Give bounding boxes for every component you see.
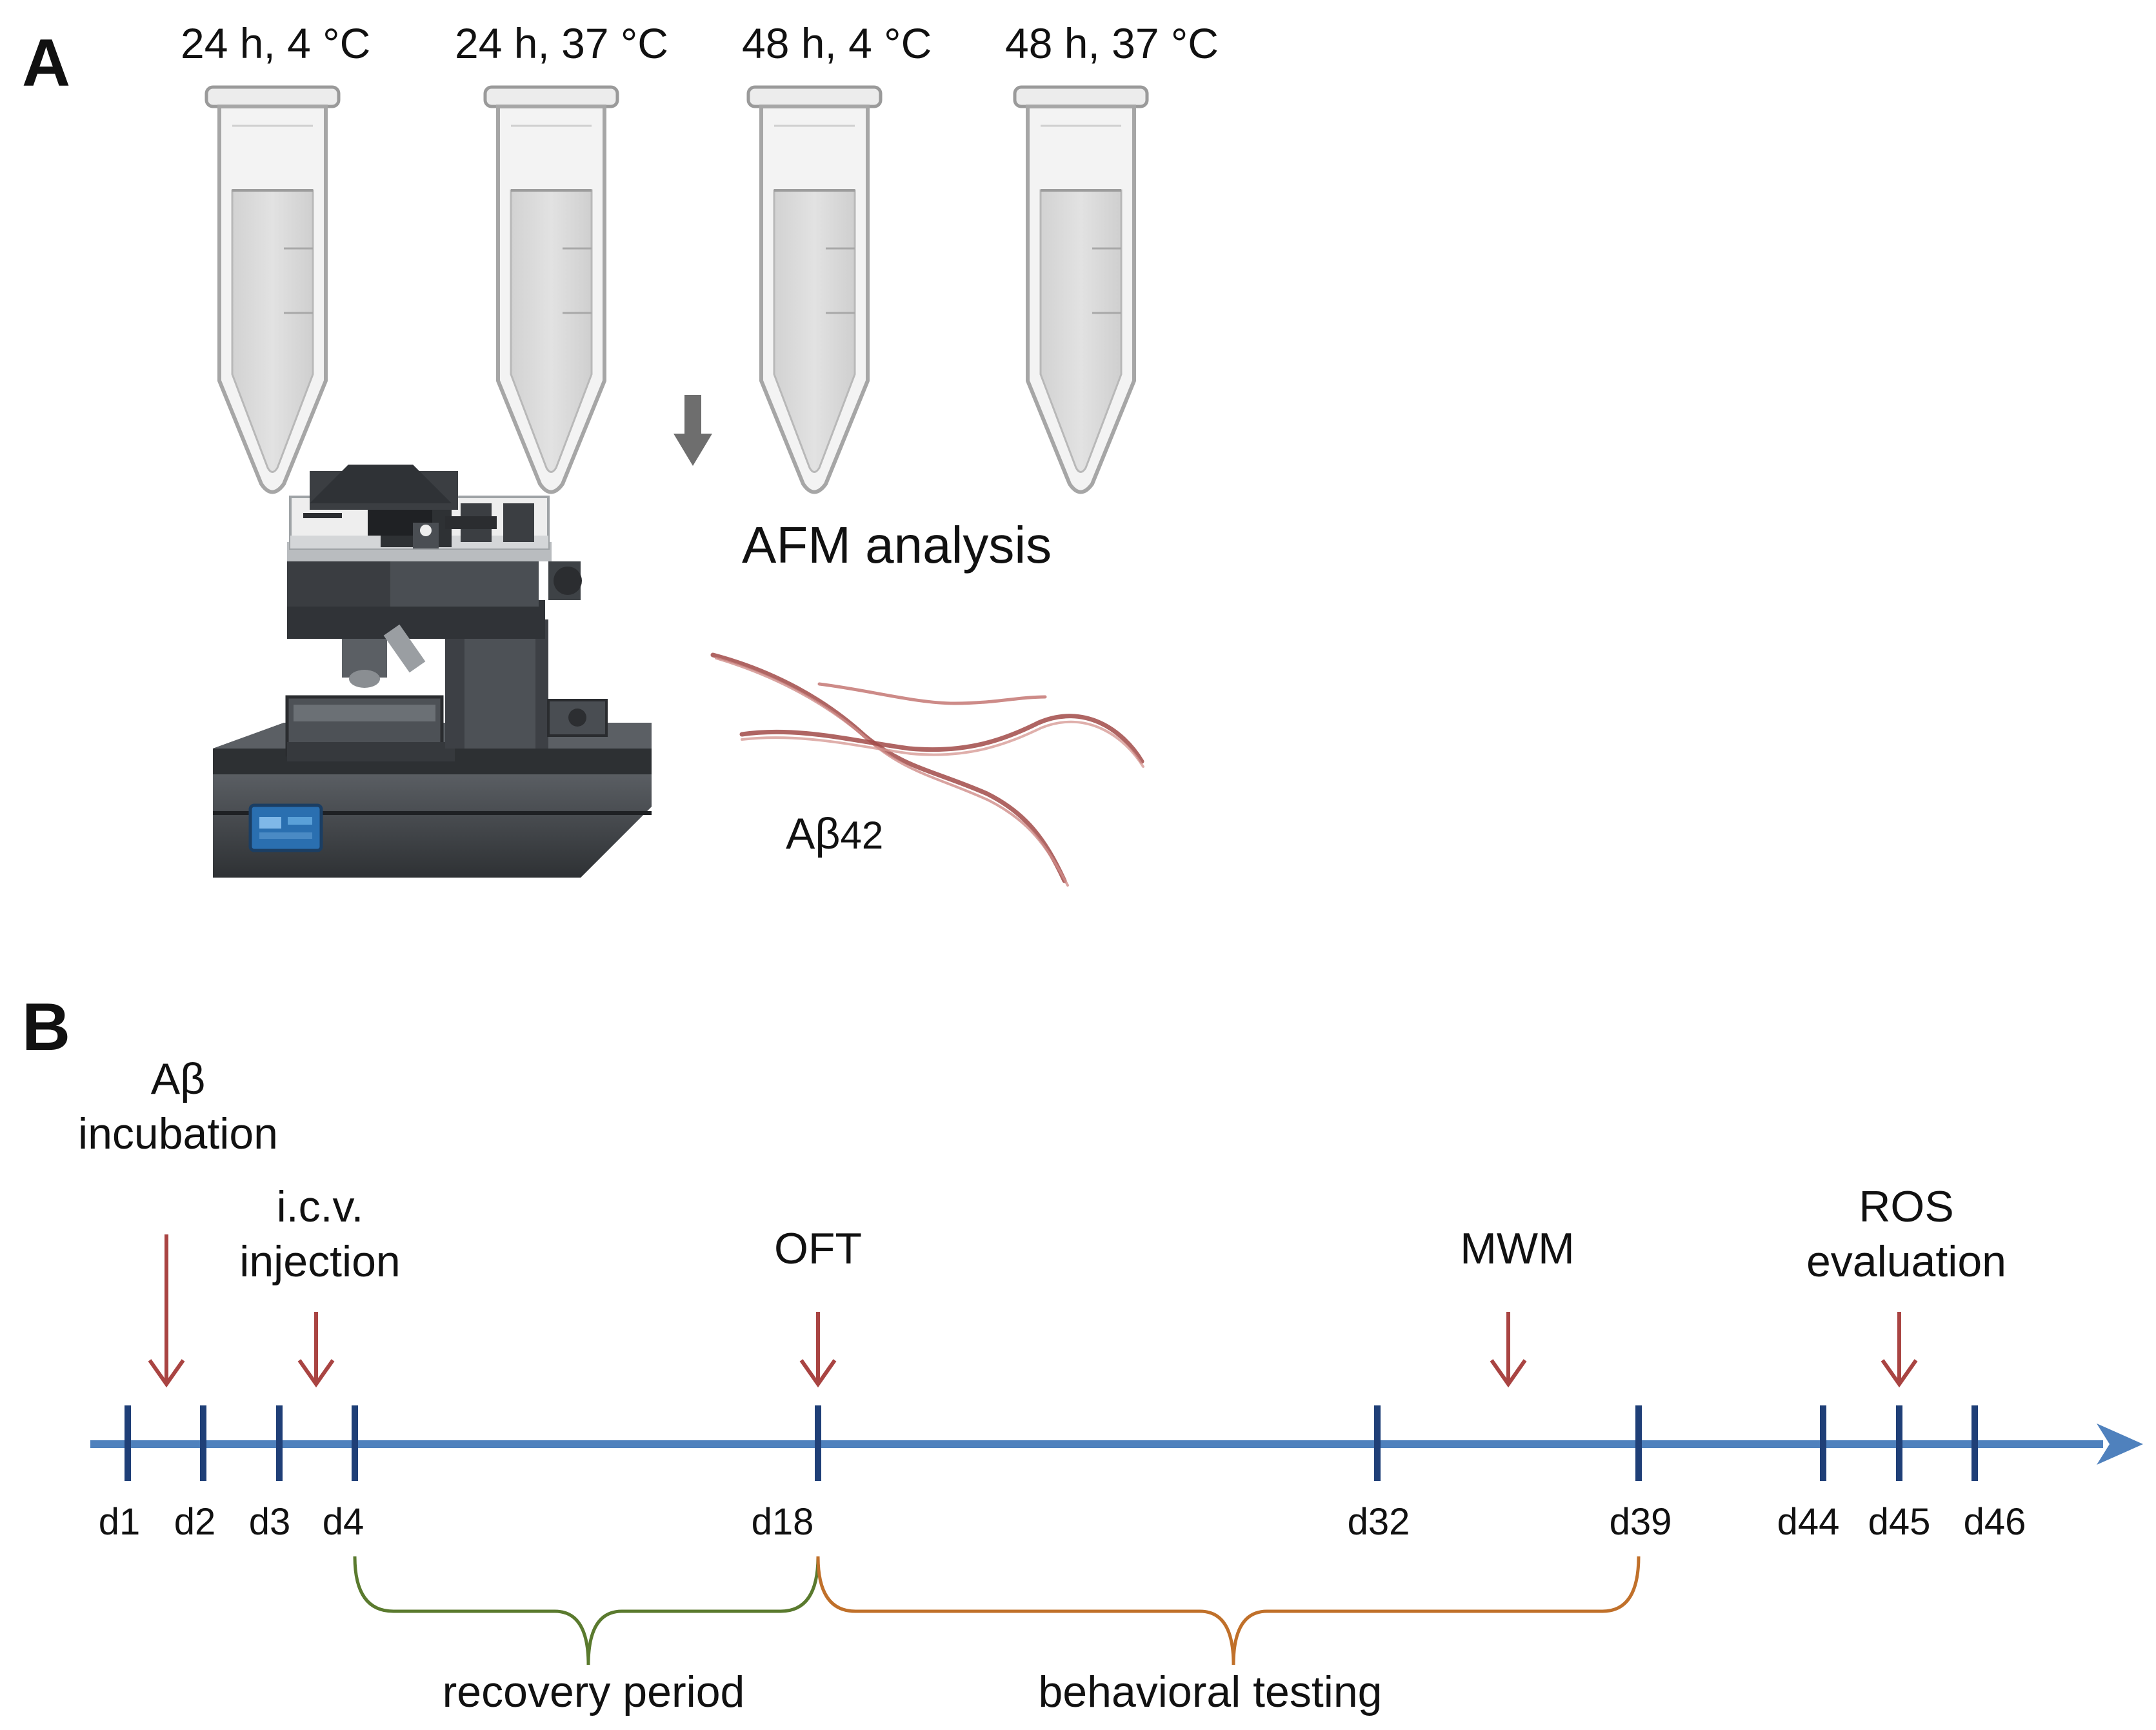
day-label-d4: d4 bbox=[322, 1501, 364, 1543]
day-label-d2: d2 bbox=[174, 1501, 216, 1543]
condition-label-4: 48 h, 37 °C bbox=[1005, 19, 1219, 67]
timeline-arrowhead bbox=[2097, 1423, 2143, 1465]
behavioral-testing-label: behavioral testing bbox=[1038, 1667, 1382, 1716]
arrow-ros bbox=[1881, 1312, 1918, 1388]
event-label-mwm: MWM bbox=[1460, 1222, 1574, 1276]
arrow-oft bbox=[799, 1312, 837, 1388]
process-arrow bbox=[674, 395, 712, 466]
panel-a-label: A bbox=[22, 26, 71, 101]
tube-2 bbox=[483, 85, 619, 494]
event-injection-line2: injection bbox=[239, 1237, 401, 1286]
event-incubation-line1: Aβ bbox=[150, 1054, 206, 1103]
recovery-brace bbox=[353, 1556, 820, 1665]
day-label-d3: d3 bbox=[248, 1501, 291, 1543]
event-label-incubation: Aβ incubation bbox=[78, 1052, 278, 1162]
day-label-d39: d39 bbox=[1609, 1501, 1672, 1543]
event-oft-line1: OFT bbox=[774, 1224, 862, 1273]
event-ros-line1: ROS bbox=[1859, 1182, 1954, 1231]
event-label-injection: i.c.v. injection bbox=[239, 1180, 401, 1289]
condition-label-1: 24 h, 4 °C bbox=[181, 19, 371, 67]
tube-3 bbox=[746, 85, 883, 494]
abeta-fibrils bbox=[710, 652, 1144, 887]
tube-1 bbox=[205, 85, 341, 494]
day-label-d1: d1 bbox=[98, 1501, 141, 1543]
abeta42-label-sub: 42 bbox=[840, 814, 884, 857]
abeta42-label: Aβ42 bbox=[786, 812, 883, 856]
event-label-oft: OFT bbox=[774, 1222, 862, 1276]
arrow-incubation bbox=[148, 1234, 185, 1388]
day-label-d18: d18 bbox=[751, 1501, 814, 1543]
event-injection-line1: i.c.v. bbox=[276, 1182, 364, 1231]
condition-label-2: 24 h, 37 °C bbox=[455, 19, 668, 67]
day-label-d32: d32 bbox=[1347, 1501, 1410, 1543]
abeta42-label-main: Aβ bbox=[786, 809, 841, 858]
afm-microscope bbox=[213, 465, 652, 878]
behavioral-brace bbox=[816, 1556, 1641, 1665]
arrow-mwm bbox=[1490, 1312, 1527, 1388]
event-incubation-line2: incubation bbox=[77, 1109, 279, 1158]
afm-analysis-label: AFM analysis bbox=[742, 516, 1052, 574]
panel-b-label: B bbox=[22, 990, 71, 1065]
event-mwm-line1: MWM bbox=[1460, 1224, 1575, 1273]
arrow-injection bbox=[297, 1312, 335, 1388]
day-label-d46: d46 bbox=[1963, 1501, 2026, 1543]
event-ros-line2: evaluation bbox=[1806, 1237, 2007, 1286]
day-label-d45: d45 bbox=[1868, 1501, 1931, 1543]
event-label-ros: ROS evaluation bbox=[1806, 1180, 2006, 1289]
tube-4 bbox=[1013, 85, 1149, 494]
day-label-d44: d44 bbox=[1777, 1501, 1840, 1543]
condition-label-3: 48 h, 4 °C bbox=[742, 19, 932, 67]
recovery-period-label: recovery period bbox=[442, 1667, 745, 1716]
